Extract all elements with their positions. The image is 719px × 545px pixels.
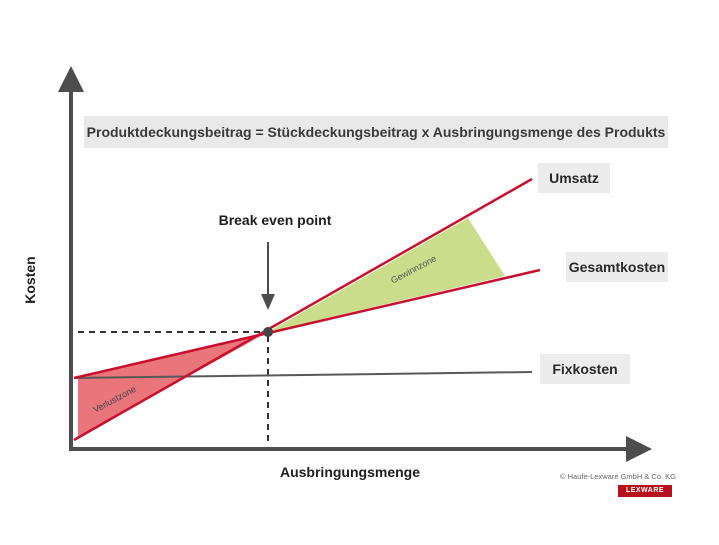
- revenue-label: Umsatz: [538, 163, 610, 193]
- lexware-logo: LEXWARE: [618, 485, 672, 497]
- copyright-notice: © Haufe-Lexware GmbH & Co. KG: [560, 472, 676, 481]
- total-costs-label: Gesamtkosten: [566, 252, 668, 282]
- fixed-costs-line: [73, 371, 533, 379]
- total-costs-line: [73, 268, 541, 380]
- formula-banner: Produktdeckungsbeitrag = Stückdeckungsbe…: [84, 116, 668, 148]
- y-axis-arrow-icon: [58, 66, 84, 92]
- x-axis-label: Ausbringungsmenge: [279, 464, 420, 480]
- profit-zone: [268, 218, 505, 332]
- break-even-pointer-arrow-icon: [261, 294, 275, 310]
- y-axis-label: Kosten: [22, 256, 38, 304]
- revenue-line: [73, 177, 533, 442]
- break-even-label: Break even point: [218, 212, 332, 228]
- break-even-point: [263, 327, 273, 337]
- x-axis-arrow-icon: [626, 436, 652, 462]
- fixed-costs-label: Fixkosten: [540, 354, 630, 384]
